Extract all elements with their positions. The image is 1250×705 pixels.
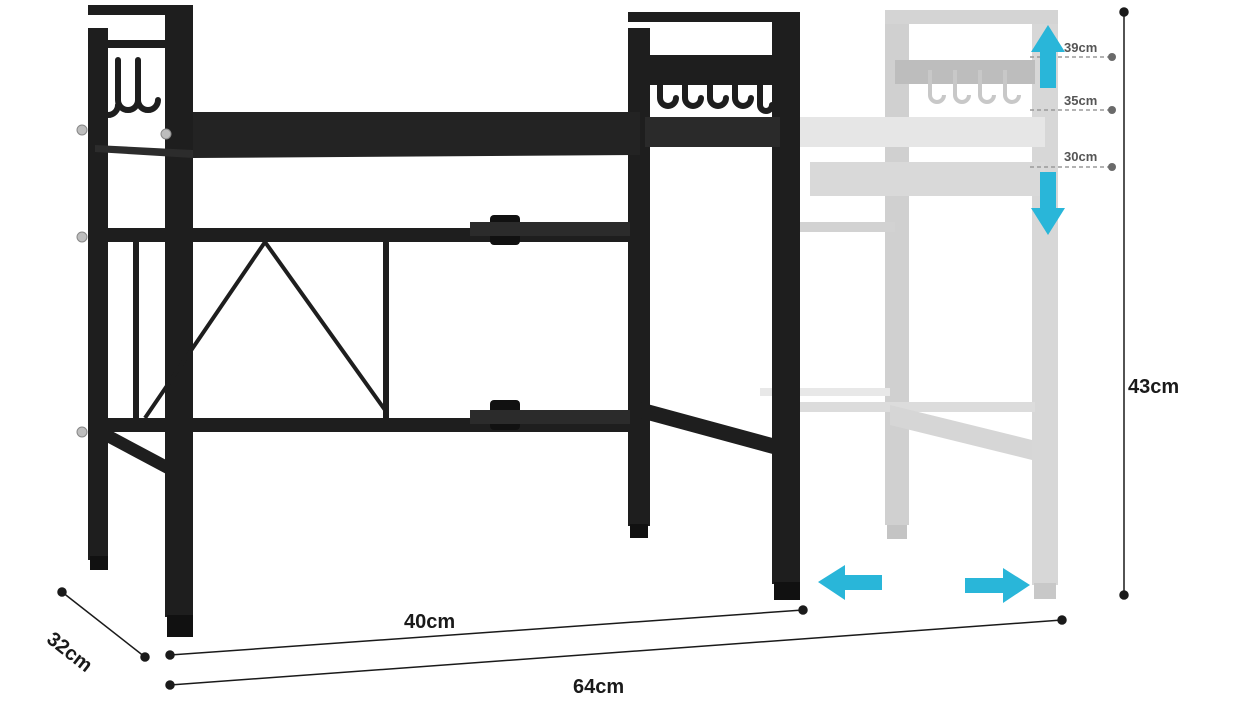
height-label: 43cm bbox=[1128, 376, 1180, 398]
shelf-height-30-label: 30cm bbox=[1064, 149, 1098, 164]
arrow-left-icon bbox=[818, 565, 882, 600]
back-brace bbox=[143, 238, 387, 420]
shelf-height-35-label: 35cm bbox=[1064, 93, 1098, 108]
arrow-up-icon bbox=[1031, 25, 1065, 88]
max-width-label: 64cm bbox=[573, 676, 625, 698]
black-rack bbox=[88, 5, 800, 637]
shelf-height-guides bbox=[1030, 53, 1116, 171]
black-hooks bbox=[95, 57, 775, 118]
base-width-label: 40cm bbox=[404, 611, 456, 633]
ghost-extended-rack bbox=[760, 10, 1058, 599]
dimension-lines bbox=[57, 7, 1129, 690]
shelf-height-39-label: 39cm bbox=[1064, 40, 1098, 55]
arrow-down-icon bbox=[1031, 172, 1065, 235]
screws bbox=[76, 124, 172, 438]
arrow-right-icon bbox=[965, 568, 1030, 603]
